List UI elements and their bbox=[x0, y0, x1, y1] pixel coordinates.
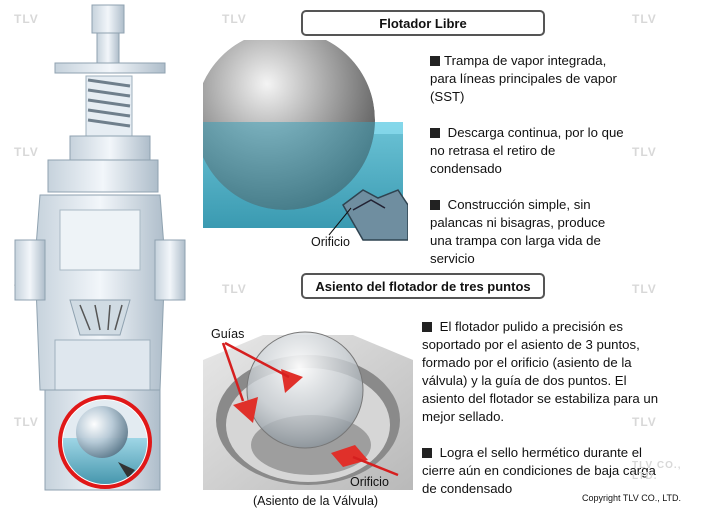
watermark: TLV bbox=[632, 282, 657, 296]
bullet-text: Descarga continua, por lo que bbox=[444, 125, 624, 140]
bullet-text: de condensado bbox=[422, 481, 513, 496]
bullet-text: válvula) y la guía de dos puntos. El bbox=[422, 373, 627, 388]
steam-trap-illustration bbox=[14, 4, 186, 491]
bullet-item: Construcción simple, sin palancas ni bis… bbox=[430, 196, 695, 268]
watermark: TLV bbox=[14, 145, 39, 159]
bullet-text: El flotador pulido a precisión es bbox=[436, 319, 623, 334]
orifice-label-seat: Orificio bbox=[350, 475, 389, 489]
bullet-text: mejor sellado. bbox=[422, 409, 505, 424]
bullet-list-free-float: Trampa de vapor integrada, para líneas p… bbox=[430, 52, 695, 268]
bullet-text: una trampa con larga vida de bbox=[430, 233, 601, 248]
bullet-item: Descarga continua, por lo que no retrasa… bbox=[430, 124, 695, 178]
square-bullet-icon bbox=[422, 322, 432, 332]
bullet-text: Trampa de vapor integrada, bbox=[444, 53, 607, 68]
three-point-seat-illustration bbox=[203, 331, 413, 490]
copyright-text: Copyright TLV CO., LTD. bbox=[582, 493, 682, 503]
bullet-text: asiento del flotador se estabiliza para … bbox=[422, 391, 659, 406]
bullet-text: no retrasa el retiro de bbox=[430, 143, 556, 158]
watermark: TLV bbox=[632, 12, 657, 26]
watermark: TLV bbox=[632, 415, 657, 429]
bullet-text: formado por el orificio (asiento de la bbox=[422, 355, 632, 370]
bullet-item: Logra el sello hermético durante el cier… bbox=[422, 444, 697, 498]
watermark: TLV bbox=[222, 282, 247, 296]
square-bullet-icon bbox=[430, 56, 440, 66]
bullet-text: Logra el sello hermético durante el bbox=[436, 445, 642, 460]
bullet-text: Construcción simple, sin bbox=[444, 197, 591, 212]
bullet-text: servicio bbox=[430, 251, 475, 266]
section-title-three-point-seat: Asiento del flotador de tres puntos bbox=[301, 273, 545, 299]
bullet-text: soportado por el asiento de 3 puntos, bbox=[422, 337, 640, 352]
valve-seat-label: (Asiento de la Válvula) bbox=[253, 494, 379, 508]
orifice-label: Orificio bbox=[311, 235, 350, 249]
watermark: TLV bbox=[632, 145, 657, 159]
bullet-list-three-point-seat: El flotador pulido a precisión es soport… bbox=[422, 318, 697, 498]
square-bullet-icon bbox=[430, 200, 440, 210]
bullet-text: (SST) bbox=[430, 89, 465, 104]
bullet-item: Trampa de vapor integrada, para líneas p… bbox=[430, 52, 695, 106]
watermark: TLV bbox=[14, 415, 39, 429]
guides-label: Guías bbox=[211, 327, 245, 341]
bullet-text: palancas ni bisagras, produce bbox=[430, 215, 606, 230]
watermark: TLV bbox=[14, 12, 39, 26]
watermark: TLV bbox=[222, 12, 247, 26]
watermark-full: TLV CO., LTD. bbox=[632, 460, 682, 482]
square-bullet-icon bbox=[422, 448, 432, 458]
bullet-text: para líneas principales de vapor bbox=[430, 71, 617, 86]
free-float-illustration bbox=[203, 40, 408, 241]
bullet-text: cierre aún en condiciones de baja carga bbox=[422, 463, 656, 478]
section-title-free-float: Flotador Libre bbox=[301, 10, 545, 36]
square-bullet-icon bbox=[430, 128, 440, 138]
bullet-text: condensado bbox=[430, 161, 502, 176]
bullet-item: El flotador pulido a precisión es soport… bbox=[422, 318, 697, 426]
